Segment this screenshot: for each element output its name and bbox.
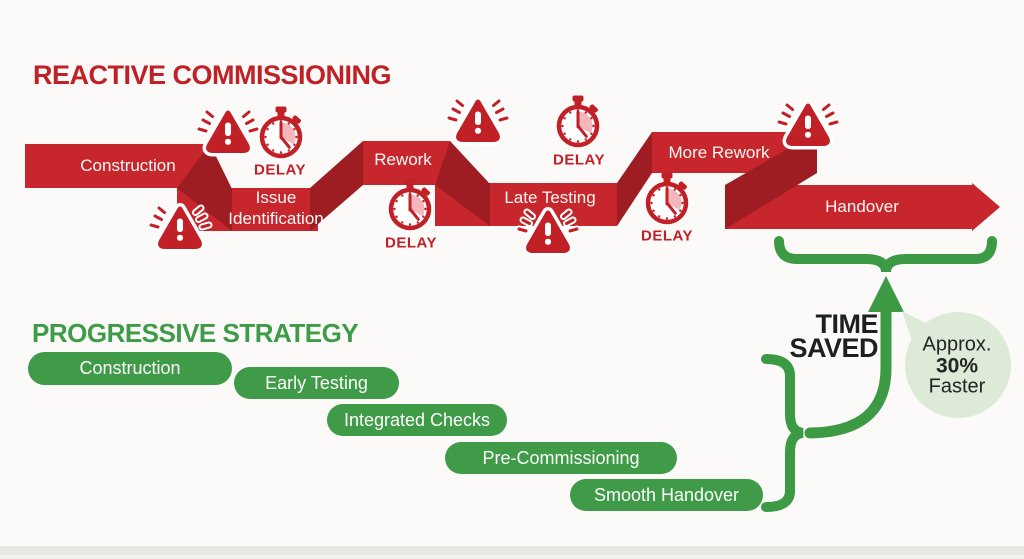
speech-bubble-body bbox=[905, 312, 1011, 418]
warning-icon bbox=[449, 101, 507, 140]
step-construction-label: Construction bbox=[80, 156, 176, 175]
stopwatch-delay-icon bbox=[555, 96, 601, 150]
ribbon-fold-5 bbox=[725, 132, 817, 229]
handover-brace bbox=[774, 236, 997, 273]
ribbon-fold-4 bbox=[617, 132, 652, 226]
warning-icon bbox=[779, 105, 837, 144]
band-handover bbox=[725, 185, 973, 229]
speech-bubble-text: Approx. 30% Faster bbox=[922, 333, 992, 398]
stopwatch-delay-icon bbox=[387, 179, 433, 233]
step-more-rework-label: More Rework bbox=[668, 143, 770, 162]
stopwatch-delay-icon bbox=[644, 173, 690, 227]
time-saved-arrowhead bbox=[868, 276, 904, 312]
band-construction bbox=[25, 144, 210, 188]
progressive-bar-smooth-handover: Smooth Handover bbox=[570, 479, 763, 511]
ribbon-fold-2 bbox=[310, 141, 363, 231]
reactive-title: REACTIVE COMMISSIONING bbox=[33, 60, 392, 90]
delay-label: DELAY bbox=[385, 234, 437, 252]
handover-arrowhead bbox=[972, 183, 1000, 231]
step-late-testing-label: Late Testing bbox=[504, 188, 596, 207]
delay-label: DELAY bbox=[641, 227, 693, 245]
ribbon-fold-3 bbox=[435, 141, 490, 226]
speech-bubble bbox=[902, 311, 1011, 418]
progressive-bar-integrated-checks: Integrated Checks bbox=[327, 404, 507, 436]
time-saved-arrow-shaft bbox=[804, 300, 892, 439]
step-handover-label: Handover bbox=[825, 197, 899, 216]
warning-icon bbox=[199, 112, 257, 151]
reactive-ribbon bbox=[25, 132, 1000, 231]
ribbon-fold-1 bbox=[177, 144, 232, 231]
delay-label: DELAY bbox=[553, 151, 605, 169]
progressive-bar-construction: Construction bbox=[28, 352, 232, 385]
band-rework bbox=[363, 141, 450, 185]
stopwatch-delay-icon bbox=[258, 107, 304, 161]
bottom-edge-strip-light bbox=[0, 555, 1024, 559]
time-saved-annotation bbox=[761, 236, 997, 512]
progressive-bar-pre-commissioning: Pre-Commissioning bbox=[445, 442, 677, 474]
progressive-title: PROGRESSIVE STRATEGY bbox=[32, 318, 359, 348]
delay-label: DELAY bbox=[254, 161, 306, 179]
step-issue-label: Issue Identification bbox=[228, 188, 324, 228]
progressive-bar-early-testing: Early Testing bbox=[234, 367, 399, 399]
progressive-brace bbox=[761, 354, 804, 512]
time-saved-label: TIME SAVED bbox=[789, 309, 878, 363]
bottom-edge-strip bbox=[0, 546, 1024, 555]
step-rework-label: Rework bbox=[374, 150, 432, 169]
